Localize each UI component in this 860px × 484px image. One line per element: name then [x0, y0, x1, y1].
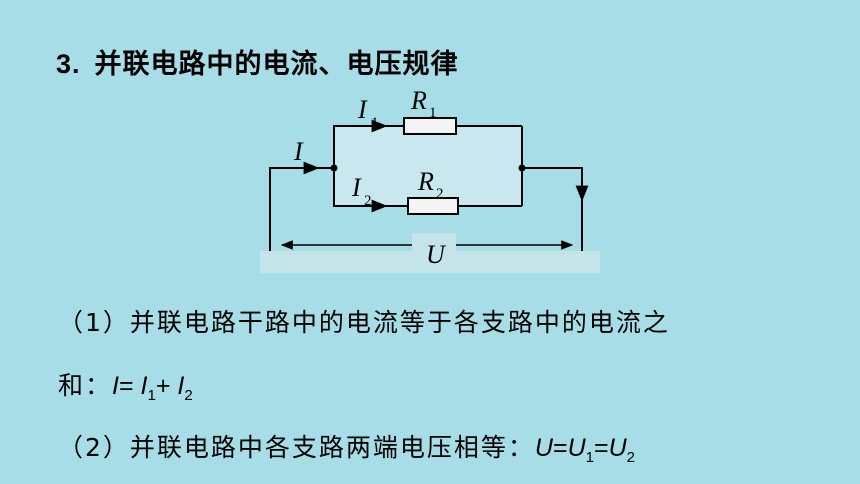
formula-u1: U: [567, 434, 586, 462]
label-resistor-r1-sub: 1: [429, 105, 437, 121]
label-resistor-r2: R: [417, 167, 434, 196]
label-resistor-r2-sub: 2: [436, 186, 444, 202]
formula-u2-sub: 2: [626, 449, 636, 466]
rule-2: （2）并联电路中各支路两端电压相等：U=U1=U2: [58, 428, 635, 466]
formula-i: I: [112, 372, 119, 400]
formula-eq1: =: [552, 434, 568, 462]
label-voltage: U: [426, 240, 447, 269]
formula-i2-sub: 2: [184, 387, 193, 404]
label-current-i2: I: [351, 173, 362, 202]
formula-eq2: =: [594, 434, 609, 462]
label-current-total: I: [293, 137, 304, 166]
rule-2-text: （2）并联电路中各支路两端电压相等：: [58, 433, 535, 462]
resistor-r1: [403, 117, 457, 135]
label-current-i1-sub: 1: [371, 115, 379, 131]
formula-u1-sub: 1: [585, 449, 594, 466]
rule-1-continuation: 和：I= I1+ I2: [58, 366, 193, 404]
junction-right: [518, 164, 526, 172]
formula-u: U: [534, 434, 553, 462]
formula-u2: U: [608, 434, 627, 462]
formula-i1: I: [140, 372, 148, 400]
rule-1-formula: I= I1+ I2: [112, 372, 193, 404]
junction-left: [330, 164, 338, 172]
label-current-i2-sub: 2: [364, 193, 372, 209]
rule-1-text: （1）并联电路干路中的电流等于各支路中的电流之: [58, 308, 670, 337]
rule-1-cont-text: 和：: [58, 371, 113, 400]
label-current-i1: I: [357, 95, 368, 124]
voltage-label-bg: [412, 233, 456, 267]
resistor-r2: [407, 197, 459, 215]
formula-i2: I: [177, 372, 185, 400]
rule-2-formula: U=U1=U2: [534, 434, 635, 466]
section-heading-text: 并联电路中的电流、电压规律: [94, 49, 459, 80]
formula-eq: =: [118, 372, 134, 400]
formula-plus: +: [155, 372, 171, 400]
section-number: 3.: [56, 49, 81, 79]
section-title: 3. 并联电路中的电流、电压规律: [56, 42, 459, 81]
formula-i1-sub: 1: [147, 387, 156, 404]
label-resistor-r1: R: [410, 86, 427, 115]
branch-region: [334, 126, 522, 206]
